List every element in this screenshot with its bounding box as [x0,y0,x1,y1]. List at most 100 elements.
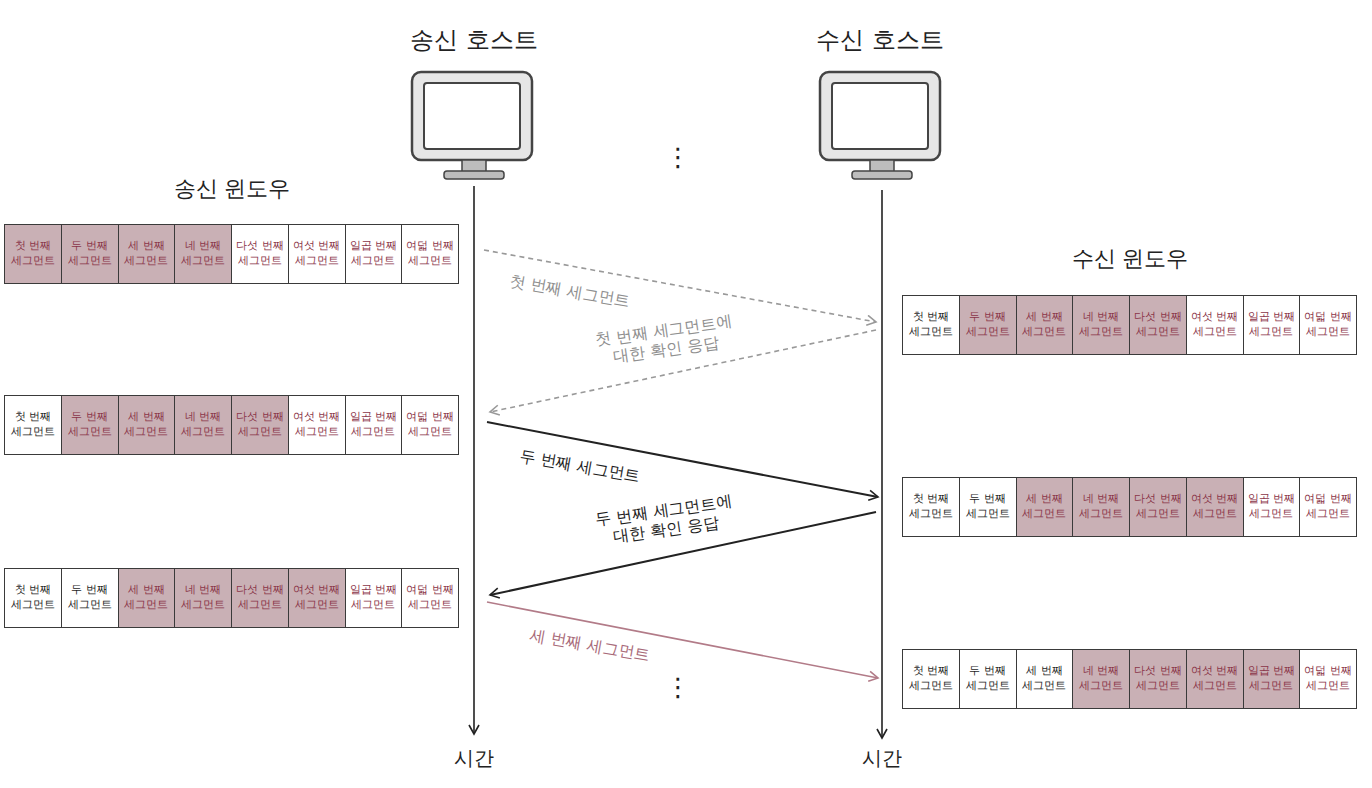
cell-text: 여덟 번째 세그먼트 [1302,310,1354,340]
segment-cell: 두 번째 세그먼트 [959,477,1017,537]
cell-text: 여섯 번째 세그먼트 [291,239,343,269]
segment-cell: 첫 번째 세그먼트 [902,649,960,709]
cell-text: 여덟 번째 세그먼트 [404,410,456,440]
time-label: 시간 [454,746,494,770]
segment-cell: 여섯 번째 세그먼트 [1186,295,1244,355]
cell-text: 네 번째 세그먼트 [177,410,229,440]
cell-text: 여섯 번째 세그먼트 [291,410,343,440]
cell-text: 두 번째 세그먼트 [962,310,1014,340]
cell-text: 네 번째 세그먼트 [1075,664,1127,694]
segment-cell: 여덟 번째 세그먼트 [1299,295,1357,355]
cell-text: 첫 번째 세그먼트 [7,410,59,440]
cell-text: 여덟 번째 세그먼트 [1302,664,1354,694]
cell-text: 첫 번째 세그먼트 [905,664,957,694]
timeline [881,190,883,738]
cell-text: 다섯 번째 세그먼트 [1132,492,1184,522]
cell-text: 일곱 번째 세그먼트 [1246,492,1298,522]
segment-cell: 일곱 번째 세그먼트 [345,224,403,284]
cell-text: 세 번째 세그먼트 [1019,310,1071,340]
arrow-label: 첫 번째 세그먼트에 대한 확인 응답 [587,310,743,369]
segment-cell: 다섯 번째 세그먼트 [1129,295,1187,355]
segment-cell: 여덟 번째 세그먼트 [401,395,459,455]
cell-text: 네 번째 세그먼트 [1075,492,1127,522]
cell-text: 다섯 번째 세그먼트 [234,410,286,440]
cell-text: 여덟 번째 세그먼트 [404,583,456,613]
cell-text: 네 번째 세그먼트 [177,239,229,269]
cell-text: 두 번째 세그먼트 [962,492,1014,522]
timeline [473,186,475,734]
cell-text: 첫 번째 세그먼트 [7,239,59,269]
cell-text: 다섯 번째 세그먼트 [1132,664,1184,694]
arrow-label: 두 번째 세그먼트에 대한 확인 응답 [587,490,743,549]
segment-cell: 세 번째 세그먼트 [118,224,176,284]
segment-cell: 세 번째 세그먼트 [1016,295,1074,355]
cell-text: 일곱 번째 세그먼트 [1246,310,1298,340]
computer-icon [412,72,532,179]
cell-text: 여섯 번째 세그먼트 [1189,310,1241,340]
cell-text: 다섯 번째 세그먼트 [234,583,286,613]
segment-cell: 여섯 번째 세그먼트 [288,568,346,628]
segment-cell: 세 번째 세그먼트 [1016,477,1074,537]
cell-text: 여섯 번째 세그먼트 [1189,664,1241,694]
segment-cell: 여섯 번째 세그먼트 [1186,649,1244,709]
segment-cell: 세 번째 세그먼트 [1016,649,1074,709]
cell-text: 첫 번째 세그먼트 [905,492,957,522]
cell-text: 일곱 번째 세그먼트 [348,410,400,440]
segment-cell: 다섯 번째 세그먼트 [1129,649,1187,709]
segment-cell: 여덟 번째 세그먼트 [401,224,459,284]
cell-text: 두 번째 세그먼트 [64,239,116,269]
segment-cell: 네 번째 세그먼트 [1072,649,1130,709]
segment-cell: 두 번째 세그먼트 [959,295,1017,355]
segment-cell: 다섯 번째 세그먼트 [231,224,289,284]
segment-arrow [484,250,876,322]
time-label: 시간 [862,746,902,770]
cell-text: 다섯 번째 세그먼트 [234,239,286,269]
segment-cell: 첫 번째 세그먼트 [902,295,960,355]
cell-text: 두 번째 세그먼트 [64,410,116,440]
segment-cell: 세 번째 세그먼트 [118,395,176,455]
cell-text: 일곱 번째 세그먼트 [1246,664,1298,694]
segment-cell: 여섯 번째 세그먼트 [288,224,346,284]
cell-text: 일곱 번째 세그먼트 [348,239,400,269]
segment-cell: 세 번째 세그먼트 [118,568,176,628]
segment-cell: 네 번째 세그먼트 [1072,477,1130,537]
ellipsis: ⋮ [665,672,691,703]
segment-arrow [487,422,878,497]
segment-cell: 두 번째 세그먼트 [959,649,1017,709]
segment-cell: 여덟 번째 세그먼트 [1299,477,1357,537]
segment-cell: 일곱 번째 세그먼트 [345,568,403,628]
segment-cell: 다섯 번째 세그먼트 [231,568,289,628]
cell-text: 다섯 번째 세그먼트 [1132,310,1184,340]
segment-cell: 네 번째 세그먼트 [174,395,232,455]
arrow-label: 두 번째 세그먼트 [518,446,642,486]
ellipsis: ⋮ [665,142,691,173]
segment-cell: 다섯 번째 세그먼트 [231,395,289,455]
segment-cell: 두 번째 세그먼트 [61,568,119,628]
cell-text: 세 번째 세그먼트 [121,583,173,613]
cell-text: 첫 번째 세그먼트 [7,583,59,613]
cell-text: 세 번째 세그먼트 [1019,492,1071,522]
cell-text: 네 번째 세그먼트 [1075,310,1127,340]
segment-cell: 네 번째 세그먼트 [174,568,232,628]
segment-cell: 일곱 번째 세그먼트 [1243,295,1301,355]
cell-text: 여섯 번째 세그먼트 [291,583,343,613]
cell-text: 여섯 번째 세그먼트 [1189,492,1241,522]
cell-text: 네 번째 세그먼트 [177,583,229,613]
window-label: 수신 윈도우 [1072,246,1189,272]
segment-cell: 일곱 번째 세그먼트 [345,395,403,455]
segment-cell: 여섯 번째 세그먼트 [1186,477,1244,537]
cell-text: 두 번째 세그먼트 [962,664,1014,694]
segment-cell: 첫 번째 세그먼트 [4,395,62,455]
cell-text: 세 번째 세그먼트 [121,410,173,440]
segment-arrow [487,602,878,678]
cell-text: 첫 번째 세그먼트 [905,310,957,340]
window-label: 송신 윈도우 [174,176,291,202]
cell-text: 세 번째 세그먼트 [121,239,173,269]
cell-text: 여덟 번째 세그먼트 [1302,492,1354,522]
computer-icon [820,72,940,179]
segment-cell: 두 번째 세그먼트 [61,395,119,455]
arrow-label: 첫 번째 세그먼트 [508,271,632,311]
cell-text: 두 번째 세그먼트 [64,583,116,613]
segment-cell: 일곱 번째 세그먼트 [1243,649,1301,709]
